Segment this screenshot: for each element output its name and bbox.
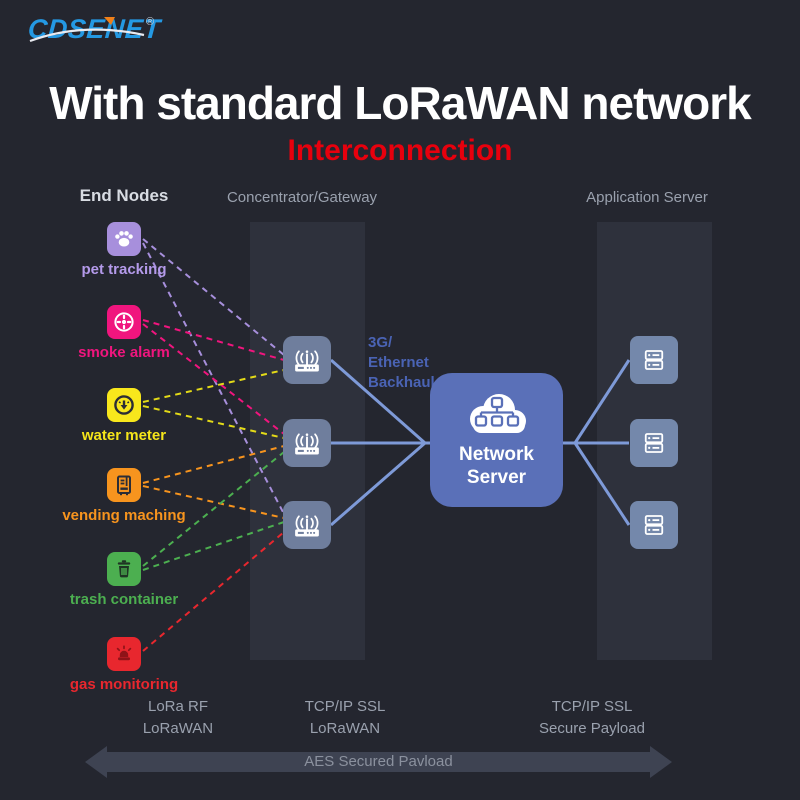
- gateway-router-2: [283, 419, 331, 467]
- app-server-2: [630, 419, 678, 467]
- app-server-3: [630, 501, 678, 549]
- server-rack-icon: [644, 433, 664, 453]
- node-label: vending maching: [62, 507, 186, 524]
- smoke-detector-icon: [107, 305, 141, 339]
- siren-icon: [107, 637, 141, 671]
- end-node-vending-machine: vending maching: [44, 468, 204, 524]
- router-icon: [295, 515, 319, 537]
- end-node-pet-tracking: pet tracking: [44, 222, 204, 278]
- node-label: pet tracking: [81, 261, 167, 278]
- gateway-router-3: [283, 501, 331, 549]
- server-rack-icon: [644, 350, 664, 370]
- protocol-label-lora-rf: LoRa RF LoRaWAN: [142, 698, 214, 737]
- registered-mark: ®: [146, 16, 155, 28]
- node-label: trash container: [69, 591, 179, 608]
- arrow-left-head: [85, 746, 107, 778]
- node-label: water meter: [81, 427, 167, 444]
- logo: CDSENET ®: [27, 14, 162, 58]
- node-label: smoke alarm: [78, 344, 170, 361]
- end-node-smoke-alarm: smoke alarm: [44, 305, 204, 361]
- trash-icon: [107, 552, 141, 586]
- end-node-trash-container: trash container: [44, 552, 204, 608]
- page-title: With standard LoRaWAN network: [49, 77, 752, 129]
- page-subtitle: Interconnection: [287, 134, 513, 167]
- network-server-label: Network Server: [459, 444, 534, 488]
- gateway-router-1: [283, 336, 331, 384]
- node-label: gas monitoring: [69, 676, 179, 693]
- server-rack-icon: [644, 515, 664, 535]
- logo-accent: [104, 17, 115, 25]
- end-node-water-meter: water meter: [44, 388, 204, 444]
- arrow-right-head: [650, 746, 672, 778]
- end-node-gas-monitoring: gas monitoring: [44, 637, 204, 693]
- aes-payload-arrow: AES Secured Pavload: [85, 746, 672, 778]
- end-nodes-header: End Nodes: [79, 186, 169, 205]
- cloud-network-icon: [469, 394, 526, 433]
- water-meter-icon: [107, 388, 141, 422]
- protocol-label-tcpip-secure: TCP/IP SSL Secure Payload: [539, 698, 645, 737]
- vending-machine-icon: [107, 468, 141, 502]
- network-server-box: Network Server: [430, 373, 563, 507]
- backhaul-label: 3G/ Ethernet Backhaul: [368, 334, 435, 391]
- router-icon: [295, 350, 319, 372]
- protocol-label-tcpip-lorawan: TCP/IP SSL LoRaWAN: [304, 698, 386, 737]
- arrow-label: AES Secured Pavload: [304, 753, 453, 770]
- app-server-header: Application Server: [586, 189, 708, 206]
- logo-swoosh-icon: [29, 28, 145, 43]
- app-server-1: [630, 336, 678, 384]
- router-icon: [295, 433, 319, 455]
- paw-icon: [107, 222, 141, 256]
- arrow-body: [105, 752, 652, 772]
- gateway-header: Concentrator/Gateway: [226, 189, 378, 206]
